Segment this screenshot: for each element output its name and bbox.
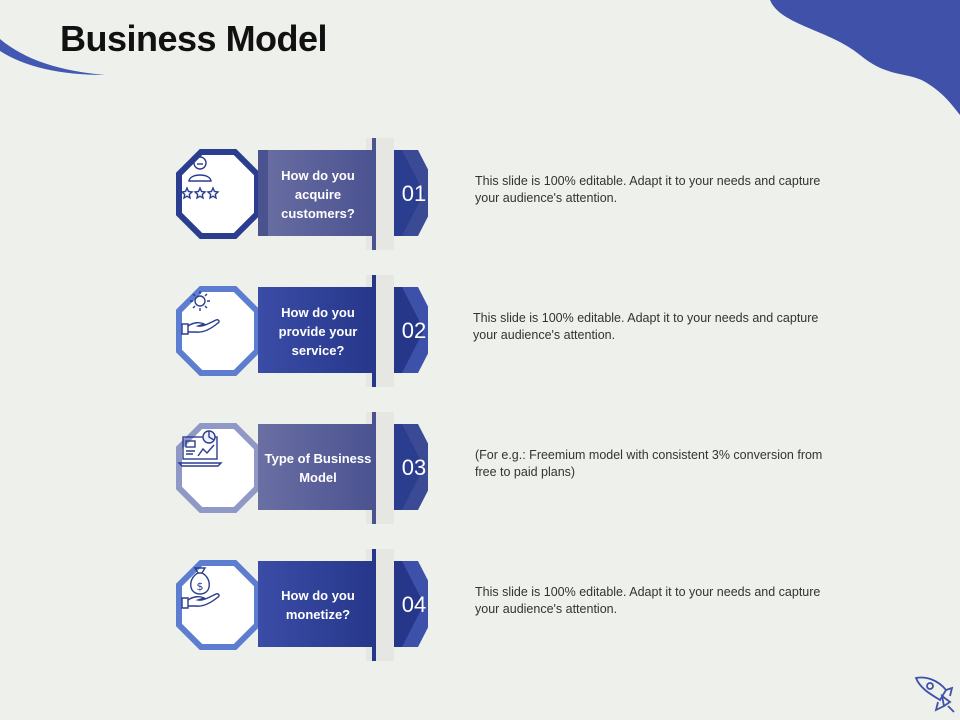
- step-number: 02: [401, 318, 427, 343]
- top-right-wave-decoration: [770, 0, 960, 115]
- page-title: Business Model: [60, 18, 328, 59]
- gear-hand-icon: [181, 291, 220, 335]
- business-model-item-2: How do you provide your service? 02 This…: [170, 275, 910, 387]
- business-model-item-3: Type of Business Model 03 (For e.g.: Fre…: [170, 412, 910, 524]
- question-arrow-panel: [258, 412, 428, 524]
- customer-rating-icon: [180, 156, 220, 200]
- question-arrow-panel: [258, 275, 428, 387]
- icon-octagon-badge: [176, 423, 260, 513]
- rocket-icon: [914, 676, 955, 713]
- step-number: 03: [401, 455, 427, 480]
- question-text: How do you acquire customers?: [281, 167, 355, 221]
- item-description: (For e.g.: Freemium model with consisten…: [475, 448, 823, 479]
- question-text: Type of Business Model: [264, 451, 372, 485]
- item-description: This slide is 100% editable. Adapt it to…: [475, 174, 821, 205]
- top-left-swoosh-decoration: [0, 39, 105, 75]
- step-number: 01: [401, 181, 427, 206]
- question-text: How do you provide your service?: [278, 304, 358, 358]
- question-arrow-panel: [258, 138, 428, 250]
- business-model-item-1: How do you acquire customers? 01 This sl…: [170, 138, 910, 250]
- icon-octagon-badge: [176, 286, 260, 376]
- icon-octagon-badge: [176, 149, 260, 239]
- business-model-item-4: $ How do you monetize? 04 This slide is …: [170, 549, 910, 661]
- item-description: This slide is 100% editable. Adapt it to…: [475, 585, 821, 616]
- question-arrow-panel: [258, 549, 428, 661]
- item-description: This slide is 100% editable. Adapt it to…: [473, 311, 819, 342]
- laptop-chart-icon: [177, 430, 223, 467]
- step-number: 04: [401, 592, 427, 617]
- money-bag-hand-icon: $: [181, 567, 220, 609]
- icon-octagon-badge: $: [176, 560, 260, 650]
- question-text: How do you monetize?: [281, 588, 355, 622]
- svg-text:$: $: [197, 580, 204, 593]
